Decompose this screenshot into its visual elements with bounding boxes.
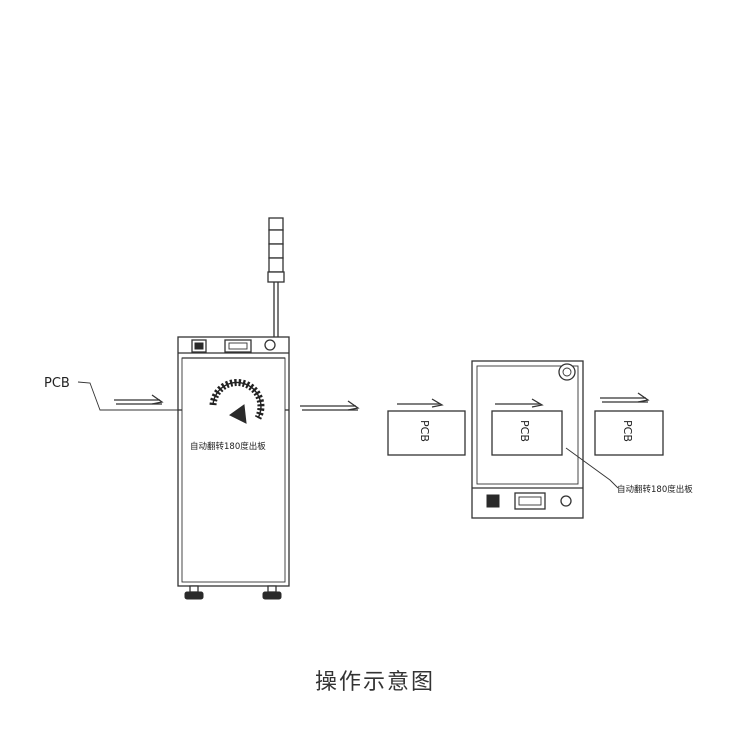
buffer-power-switch-icon	[486, 494, 500, 508]
input-leader-line	[77, 381, 178, 411]
buffer-display	[514, 492, 546, 510]
indicator-lamp-icon	[264, 339, 276, 351]
input-arrow-icon	[114, 394, 164, 405]
flipper-label: 自动翻转180度出板	[190, 441, 266, 452]
flipper-machine: 自动翻转180度出板	[177, 217, 290, 600]
buffer-knob-icon	[558, 363, 576, 381]
input-pcb-label: PCB	[44, 376, 70, 391]
pcb-board-2	[491, 410, 563, 456]
buffer-machine: PCB 自动翻转180度出板	[471, 360, 693, 519]
pcb-board-1: PCB	[387, 398, 466, 456]
transfer-arrow-icon	[300, 400, 360, 411]
output-arrow-icon	[600, 392, 650, 403]
pcb-board-3-label: PCB	[621, 420, 634, 442]
pcb-board-1-label: PCB	[418, 420, 431, 442]
flipper-door	[181, 357, 286, 583]
left-foot-icon	[184, 591, 204, 600]
pcb-board-3: PCB	[594, 410, 664, 456]
rotate-180-icon	[209, 378, 265, 424]
buffer-indicator-icon	[560, 495, 572, 507]
buffer-label: 自动翻转180度出板	[617, 484, 693, 495]
buffer-leader-line	[565, 447, 619, 489]
signal-tower-icon	[267, 217, 285, 338]
diagram-caption: 操作示意图	[314, 670, 435, 695]
pcb-board-2-label: PCB	[518, 420, 531, 442]
flipper-cabinet	[177, 336, 290, 587]
right-foot-icon	[262, 591, 282, 600]
